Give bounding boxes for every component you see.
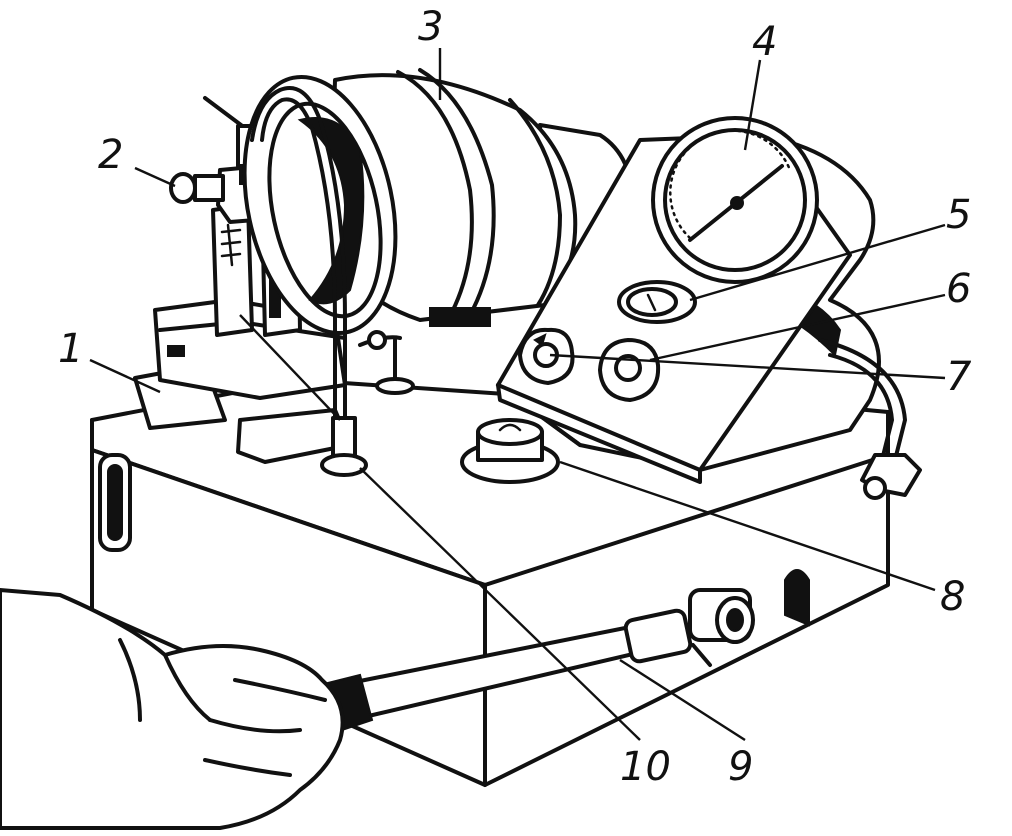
pressure-line-tube xyxy=(250,86,347,442)
filler-cap xyxy=(460,418,560,484)
valve-knob-left xyxy=(518,327,575,385)
leader-7 xyxy=(549,353,946,380)
leader-lines xyxy=(89,48,946,742)
fixture-lever xyxy=(203,96,247,130)
line-fitting xyxy=(331,416,357,458)
callout-5: 5 xyxy=(946,192,971,238)
pump-lever xyxy=(298,588,755,742)
fixture-adjust-knob xyxy=(169,172,197,204)
high-pressure-line xyxy=(250,86,402,477)
leader-8 xyxy=(559,460,936,592)
callout-9: 9 xyxy=(728,744,753,790)
leader-2 xyxy=(134,166,176,188)
fixture-column xyxy=(211,203,254,337)
cabinet-handle-slot-right xyxy=(784,569,810,627)
leader-10 xyxy=(359,467,641,741)
fixture-knob-shaft xyxy=(193,174,225,202)
filler-cap-top xyxy=(476,418,544,446)
operator-hand xyxy=(0,588,345,830)
callout-4: 4 xyxy=(752,19,777,65)
fixture-foot-right xyxy=(236,408,352,464)
leader-9 xyxy=(619,658,746,742)
valve-knob-right xyxy=(598,338,661,402)
callout-6: 6 xyxy=(946,266,971,312)
tank-front-rim xyxy=(242,74,398,336)
callout-1: 1 xyxy=(58,326,83,372)
control-console xyxy=(496,116,881,484)
callout-numbers: 1 2 3 4 5 6 7 8 9 10 xyxy=(58,4,972,790)
leader-10b xyxy=(239,314,341,421)
callout-2: 2 xyxy=(98,132,123,178)
callout-8: 8 xyxy=(940,574,965,620)
leader-4 xyxy=(743,59,762,151)
callout-10: 10 xyxy=(620,744,671,790)
callout-7: 7 xyxy=(946,354,972,400)
return-hose xyxy=(818,338,922,500)
callout-3: 3 xyxy=(418,4,443,50)
leader-6 xyxy=(649,293,946,362)
fuel-tank-cylinder xyxy=(242,68,636,395)
leader-5 xyxy=(689,223,946,302)
leader-1 xyxy=(89,358,161,394)
